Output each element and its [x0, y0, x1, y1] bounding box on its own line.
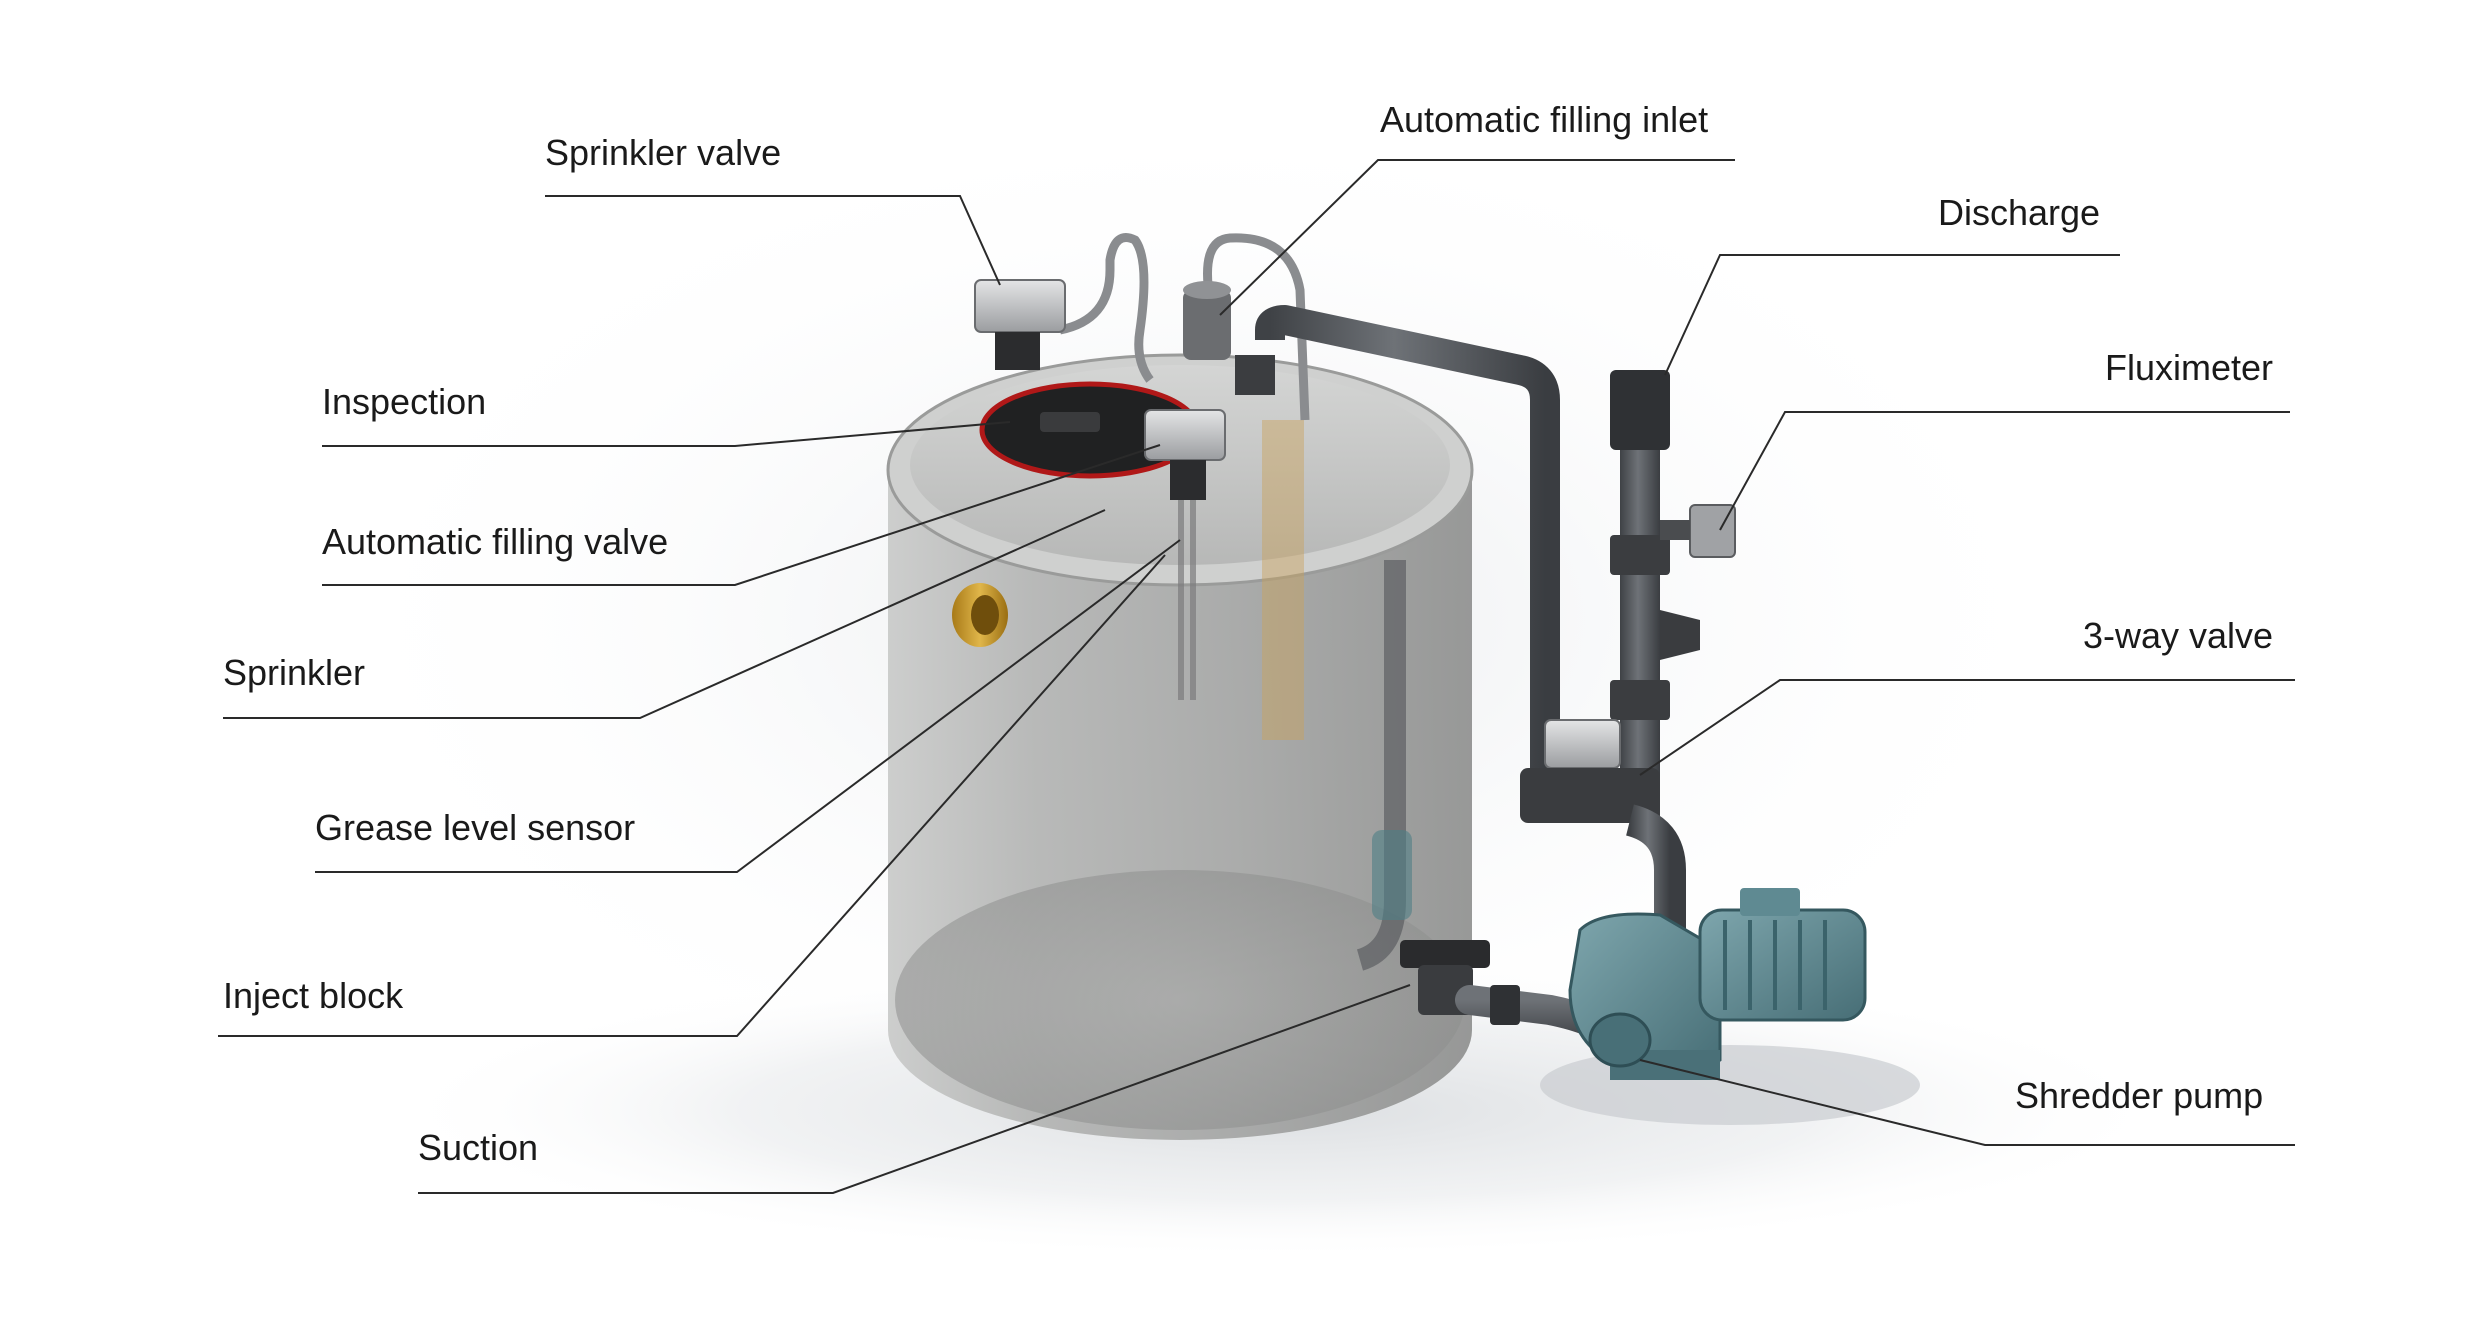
- leader-inspection: [322, 421, 1011, 447]
- filling-inlet-cylinder: [1183, 290, 1231, 360]
- auto-filling-valve-body: [1170, 460, 1206, 500]
- fluximeter-sensor: [1689, 504, 1736, 558]
- label-grease-level-sensor: Grease level sensor: [315, 807, 635, 848]
- suction-union: [1490, 985, 1520, 1025]
- label-inject-block: Inject block: [223, 975, 404, 1016]
- leader-grease-level-sensor: [315, 539, 1181, 873]
- leader-sprinkler: [223, 509, 1106, 719]
- label-auto-filling-inlet: Automatic filling inlet: [1380, 99, 1708, 140]
- sprinkler-valve-assembly: [974, 233, 1154, 383]
- label-discharge: Discharge: [1938, 192, 2100, 233]
- label-sprinkler-valve: Sprinkler valve: [545, 132, 781, 173]
- leader-sprinkler-valve: [545, 195, 1001, 286]
- suction-valve-handle: [1400, 940, 1490, 968]
- leader-fluximeter: [1719, 411, 2290, 531]
- discharge-union-2: [1610, 680, 1670, 720]
- auto-filling-valve-assembly: [1144, 409, 1226, 500]
- discharge-pipe-vertical: [1620, 380, 1660, 810]
- fluximeter-stub: [1660, 520, 1690, 540]
- leader-shredder-pump: [1639, 1059, 2295, 1146]
- label-sprinkler: Sprinkler: [223, 652, 365, 693]
- leader-discharge: [1664, 254, 2120, 376]
- leader-three-way-valve: [1639, 679, 2295, 776]
- internal-brass-tube: [1262, 420, 1304, 740]
- leader-lines: [218, 159, 2295, 1194]
- internal-float: [1372, 830, 1412, 920]
- filling-inlet-cap: [1183, 281, 1231, 299]
- motor-cooling-fins: [1723, 920, 1827, 1010]
- label-fluximeter: Fluximeter: [2105, 347, 2273, 388]
- label-three-way-valve: 3-way valve: [2083, 615, 2273, 656]
- shredder-pump-assembly: [1540, 888, 1920, 1125]
- label-auto-filling-valve: Automatic filling valve: [322, 521, 668, 562]
- labels: Sprinkler valve Automatic filling inlet …: [223, 99, 2273, 1168]
- check-valve-branch: [1660, 610, 1700, 660]
- auto-filling-valve-actuator: [1144, 409, 1226, 461]
- auto-filling-inlet-assembly: [1183, 233, 1310, 421]
- sprinkler-valve-body: [995, 332, 1040, 370]
- three-way-valve-assembly: [1520, 719, 1686, 950]
- discharge-outlet-fitting: [1610, 370, 1670, 450]
- brass-side-inlet: [952, 583, 1008, 647]
- sprinkler-valve-actuator: [974, 279, 1066, 333]
- pump-inlet-flange: [1588, 1012, 1652, 1068]
- tank-floor-inner: [895, 870, 1465, 1130]
- brass-inlet-inner: [971, 595, 999, 635]
- label-inspection: Inspection: [322, 381, 486, 422]
- label-suction: Suction: [418, 1127, 538, 1168]
- label-shredder-pump: Shredder pump: [2015, 1075, 2263, 1116]
- leader-suction: [418, 984, 1411, 1194]
- leader-inject-block: [218, 554, 1166, 1037]
- motor-terminal-box: [1740, 888, 1800, 916]
- leader-auto-filling-valve: [322, 444, 1161, 586]
- three-way-valve-actuator: [1544, 719, 1621, 769]
- discharge-piping: [1255, 305, 1736, 810]
- internal-sensor-rod: [1178, 500, 1184, 700]
- leader-auto-filling-inlet: [1219, 159, 1735, 316]
- pump-feed-pipe: [1625, 804, 1686, 950]
- filling-inlet-fitting: [1235, 355, 1275, 395]
- top-return-pipe: [1255, 305, 1560, 770]
- three-way-valve-body: [1520, 768, 1660, 823]
- filling-inlet-hose: [1203, 233, 1310, 421]
- inspection-handle: [1040, 412, 1100, 432]
- internal-sensor-rod-2: [1190, 500, 1196, 700]
- sprinkler-hose: [1058, 233, 1154, 383]
- discharge-union-1: [1610, 535, 1670, 575]
